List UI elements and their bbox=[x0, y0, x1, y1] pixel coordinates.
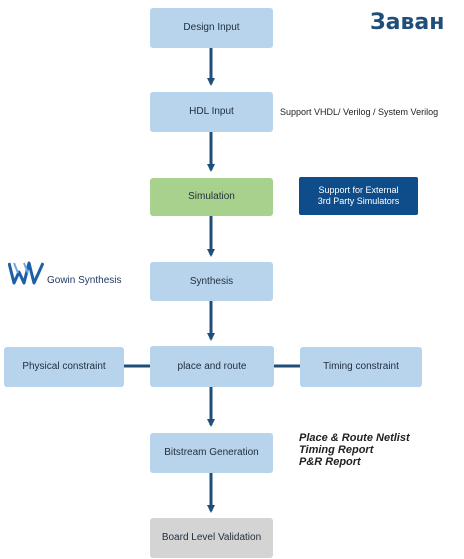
physical-constraint-box: Physical constraint bbox=[4, 347, 124, 387]
board-validation-box: Board Level Validation bbox=[150, 518, 273, 558]
output-timing-report: Timing Report bbox=[299, 444, 374, 456]
hdl-input-box: HDL Input bbox=[150, 92, 273, 132]
bitstream-generation-box: Bitstream Generation bbox=[150, 433, 273, 473]
output-netlist: Place & Route Netlist bbox=[299, 432, 410, 444]
design-input-box: Design Input bbox=[150, 8, 273, 48]
external-simulators-box: Support for External 3rd Party Simulator… bbox=[299, 177, 418, 215]
simulation-box: Simulation bbox=[150, 178, 273, 216]
external-simulators-line2: 3rd Party Simulators bbox=[317, 196, 400, 206]
timing-constraint-box: Timing constraint bbox=[300, 347, 422, 387]
synthesis-box: Synthesis bbox=[150, 262, 273, 301]
output-pr-report: P&R Report bbox=[299, 456, 361, 468]
page-heading: Заван bbox=[370, 10, 445, 35]
place-route-box: place and route bbox=[150, 346, 274, 387]
gowin-logo-icon bbox=[7, 261, 45, 285]
external-simulators-line1: Support for External bbox=[318, 185, 399, 196]
gowin-logo bbox=[7, 258, 45, 288]
hdl-support-label: Support VHDL/ Verilog / System Verilog bbox=[280, 107, 439, 117]
gowin-synthesis-label: Gowin Synthesis bbox=[47, 275, 122, 286]
